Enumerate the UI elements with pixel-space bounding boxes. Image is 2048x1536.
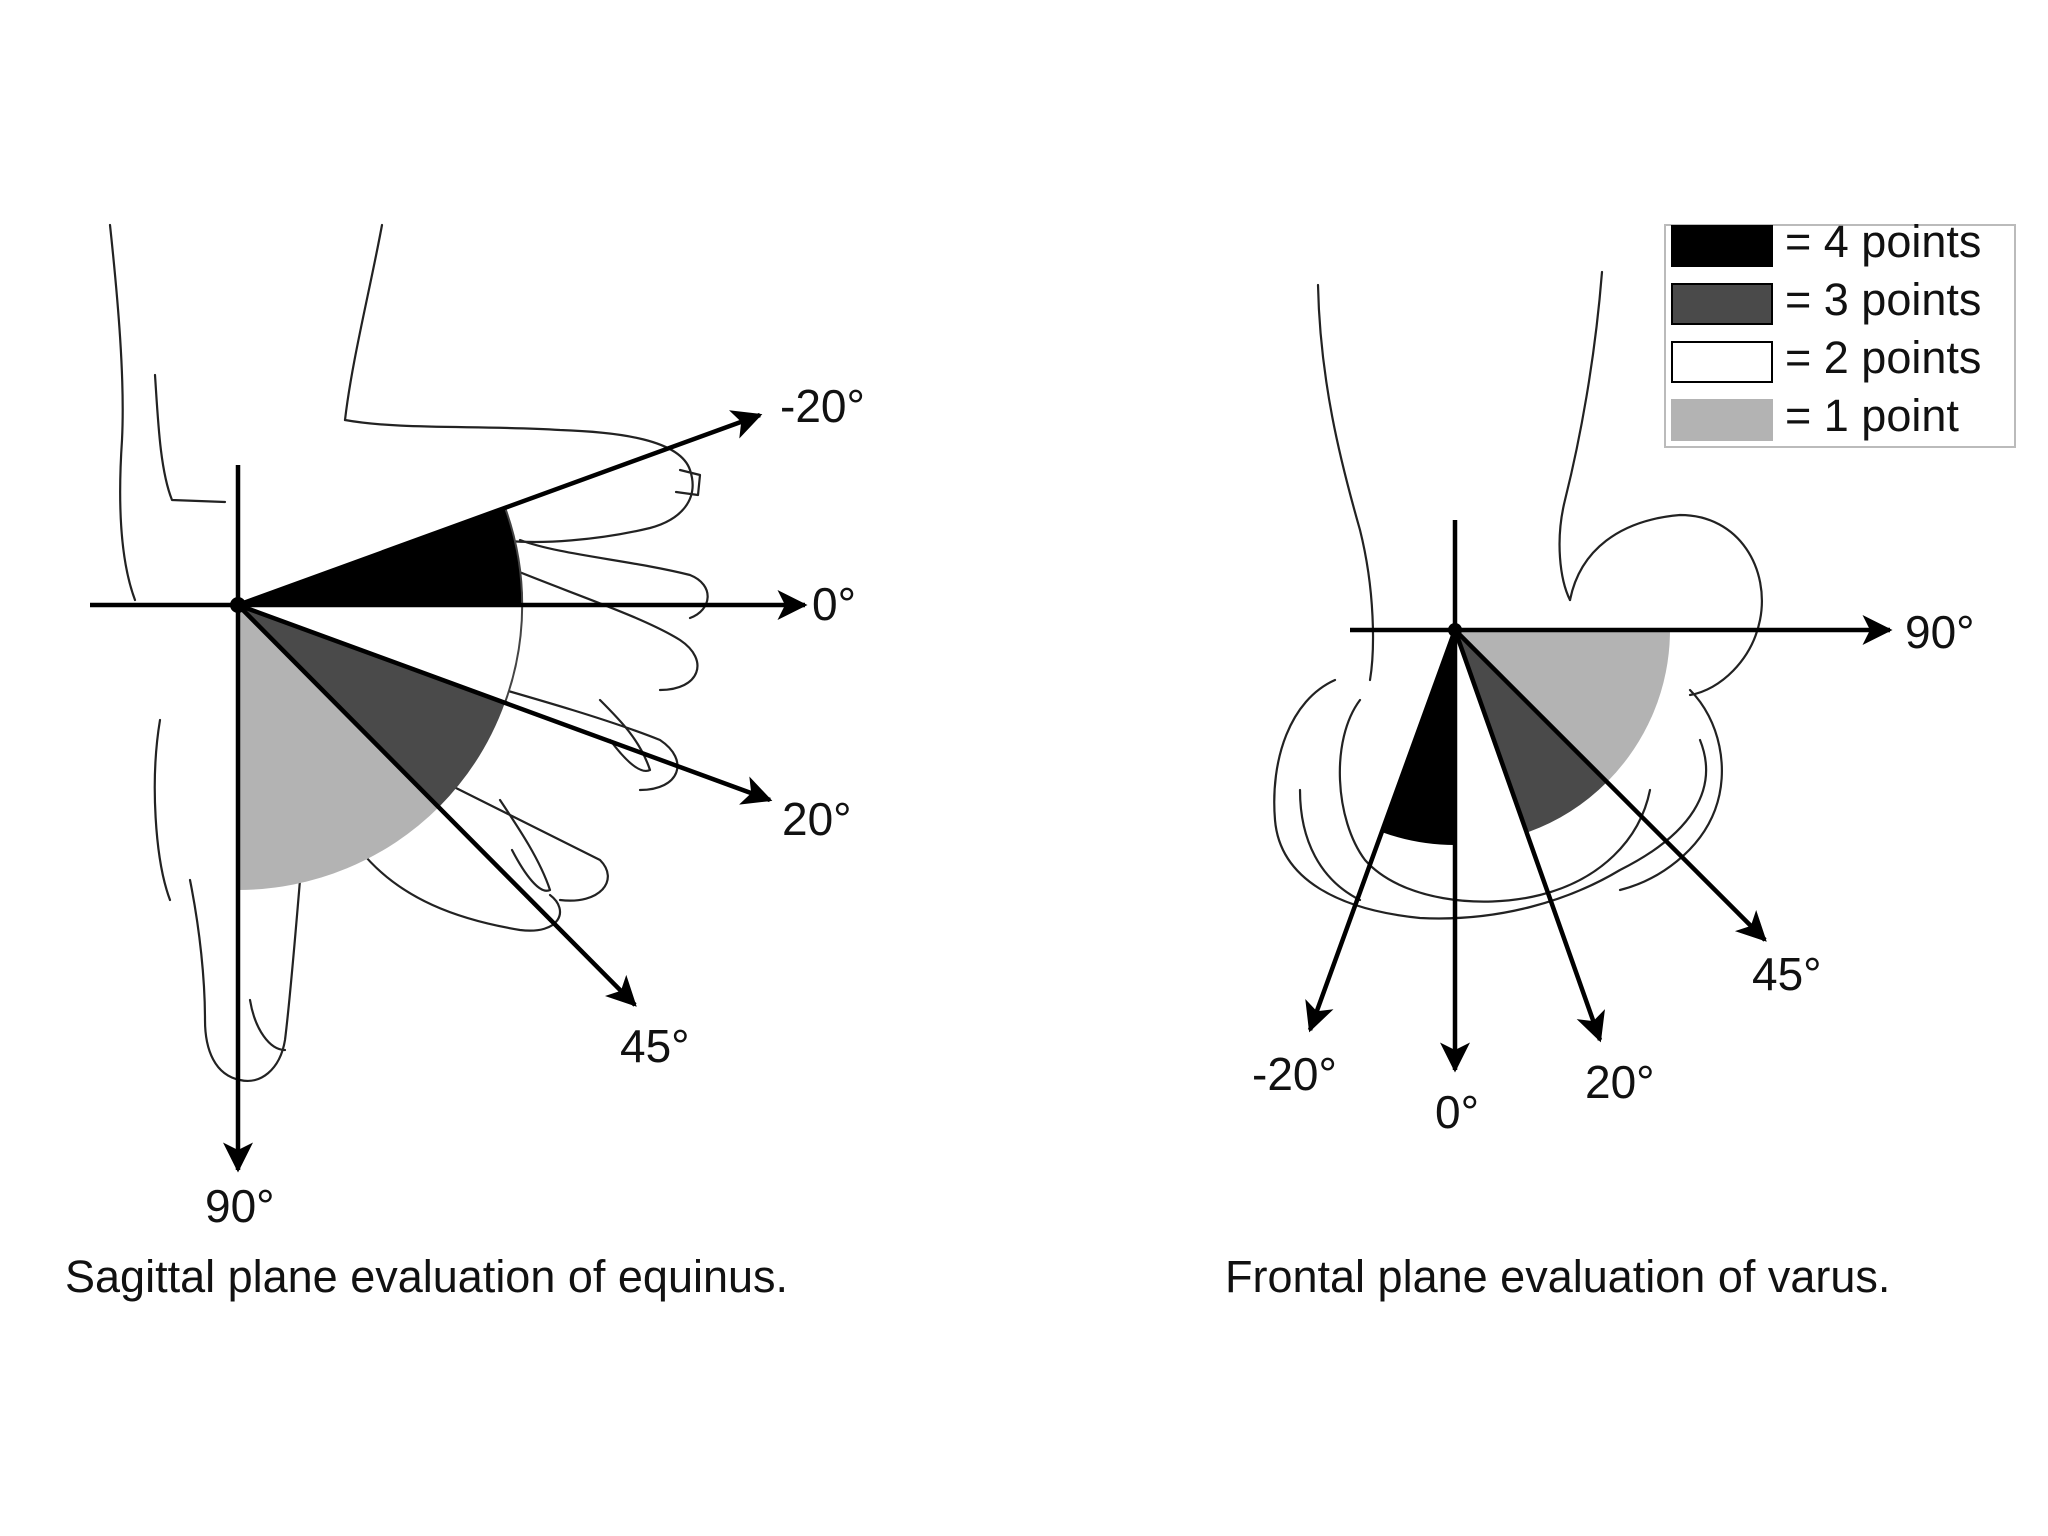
sagittal-panel: -20° 0° 20° 45° 90° Sagittal plane evalu… [65,223,865,1302]
sagittal-label-45: 45° [620,1020,690,1072]
frontal-caption: Frontal plane evaluation of varus. [1225,1251,1890,1302]
sagittal-caption: Sagittal plane evaluation of equinus. [65,1251,788,1302]
legend-label-3-points: = 3 points [1785,274,1981,325]
sagittal-label-20: 20° [782,793,852,845]
legend-swatch-2-points [1671,341,1773,383]
legend-label-4-points: = 4 points [1785,216,1981,267]
legend-swatch-1-point [1671,399,1773,441]
sagittal-sector-3-points [238,605,505,807]
legend-label-2-points: = 2 points [1785,332,1981,383]
sagittal-foot-sketch [108,223,709,1083]
legend-item: = 3 points [1671,274,1981,325]
frontal-axes [1305,520,1893,1073]
frontal-label-45: 45° [1752,948,1822,1000]
legend-item: = 4 points [1671,216,1981,267]
sagittal-label-0: 0° [812,578,856,630]
sagittal-axes [90,410,808,1173]
frontal-sector-3-points [1455,630,1607,832]
legend-item: = 2 points [1671,332,1981,383]
sagittal-sectors [238,506,524,890]
legend-swatch-3-points [1671,283,1773,325]
frontal-sectors [1381,630,1670,845]
frontal-label-0: 0° [1435,1086,1479,1138]
frontal-label-90: 90° [1905,606,1975,658]
frontal-sector-4-points [1455,630,1670,782]
sagittal-sector-4-points [238,605,440,890]
legend-label-1-point: = 1 point [1785,390,1959,441]
legend-item: = 1 point [1671,390,1959,441]
sagittal-label-90: 90° [205,1180,275,1232]
sagittal-label-minus20: -20° [780,380,865,432]
frontal-foot-sketch [1273,270,1763,920]
legend-swatch-4-points [1671,225,1773,267]
frontal-panel: 90° 45° -20° 0° 20° Frontal plane evalua… [1225,270,1975,1302]
points-legend: = 4 points = 3 points = 2 points = 1 poi… [1664,216,2016,448]
frontal-label-20: 20° [1585,1056,1655,1108]
frontal-label-minus20: -20° [1252,1048,1337,1100]
